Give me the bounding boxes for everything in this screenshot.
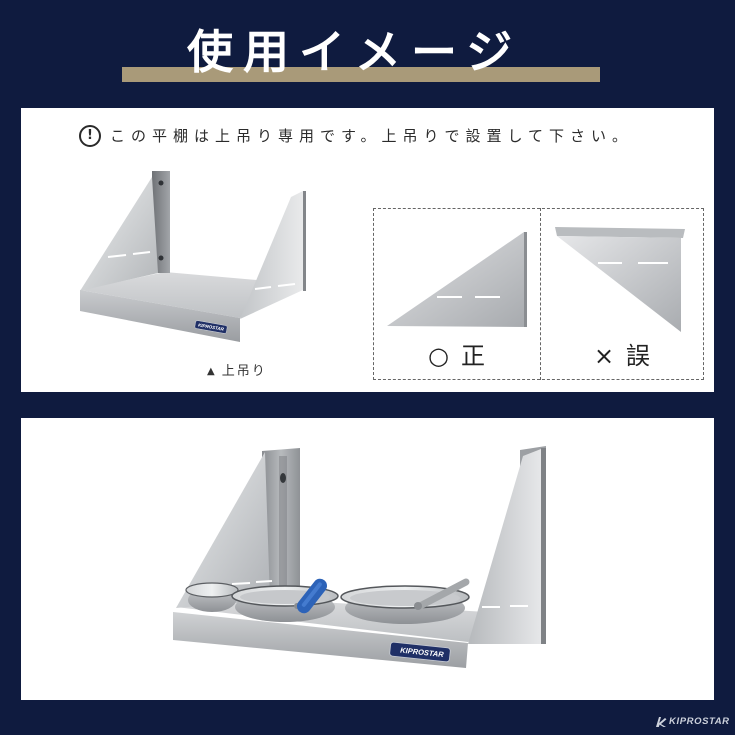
frying-pan-right	[340, 578, 470, 624]
right-plate-edge	[541, 448, 546, 644]
title-accent-bar	[122, 67, 600, 82]
left-back-post	[262, 448, 300, 606]
bracket-edge	[524, 232, 527, 327]
shelf-product-image: KIPROSTAR	[80, 171, 306, 342]
bracket-plate	[557, 236, 681, 332]
exclamation-circle-icon: !	[79, 125, 101, 147]
right-side-plate	[468, 449, 541, 644]
frying-pan-middle	[231, 578, 339, 622]
brand-logo-text: KIPROSTAR	[669, 716, 730, 727]
bracket-top-rim	[555, 227, 685, 238]
page-title: 使用イメージ	[187, 25, 523, 79]
right-plate-edge	[303, 191, 306, 291]
cross-mark-icon: ×	[593, 342, 615, 370]
mounting-guide-dash	[231, 582, 251, 585]
wrong-orientation-bracket	[555, 227, 685, 332]
metal-pan-handle	[416, 578, 470, 610]
circle-mark-icon: ○	[428, 342, 449, 370]
brand-logo: KIPROSTAR	[655, 714, 731, 730]
blue-pan-handle	[296, 578, 328, 614]
product-caption: ▲ 上吊り	[207, 361, 267, 379]
mounting-hole	[280, 473, 286, 483]
correct-label: ○正	[373, 340, 540, 372]
correct-orientation-bracket	[387, 232, 527, 327]
left-back-post	[152, 171, 170, 273]
shelf-in-use-photo: KIPROSTAR	[173, 446, 546, 668]
kiprostar-logo-icon	[656, 717, 667, 727]
mounting-guide-dash	[254, 286, 272, 290]
mounting-hole	[158, 180, 164, 186]
orientation-comparison-box	[373, 208, 704, 380]
correct-label-text: 正	[460, 342, 485, 370]
left-side-plate	[176, 452, 270, 608]
wrong-label-text: 誤	[626, 342, 651, 370]
wrong-label: ×誤	[540, 340, 704, 372]
product-caption-text: 上吊り	[221, 364, 267, 379]
notice-text: この平棚は上吊り専用です。上吊りで設置して下さい。	[110, 127, 634, 145]
bracket-plate	[387, 232, 527, 327]
triangle-up-icon: ▲	[207, 366, 215, 377]
comparison-divider	[540, 208, 541, 380]
mounting-guide-dash	[132, 251, 151, 255]
frying-pan-left	[185, 582, 239, 612]
mounting-guide-dash	[277, 283, 296, 287]
left-side-plate	[80, 177, 158, 291]
mounting-guide-dash	[255, 580, 273, 583]
mounting-guide-dash	[107, 254, 127, 258]
shelf-brand-label: KIPROSTAR	[194, 320, 228, 334]
mounting-hole	[158, 255, 164, 261]
post-slot	[279, 456, 287, 596]
right-side-plate	[240, 191, 303, 319]
shelf-brand-text: KIPROSTAR	[198, 322, 225, 332]
pan-rivet	[414, 602, 422, 610]
shelf-brand-label: KIPROSTAR	[389, 641, 451, 663]
